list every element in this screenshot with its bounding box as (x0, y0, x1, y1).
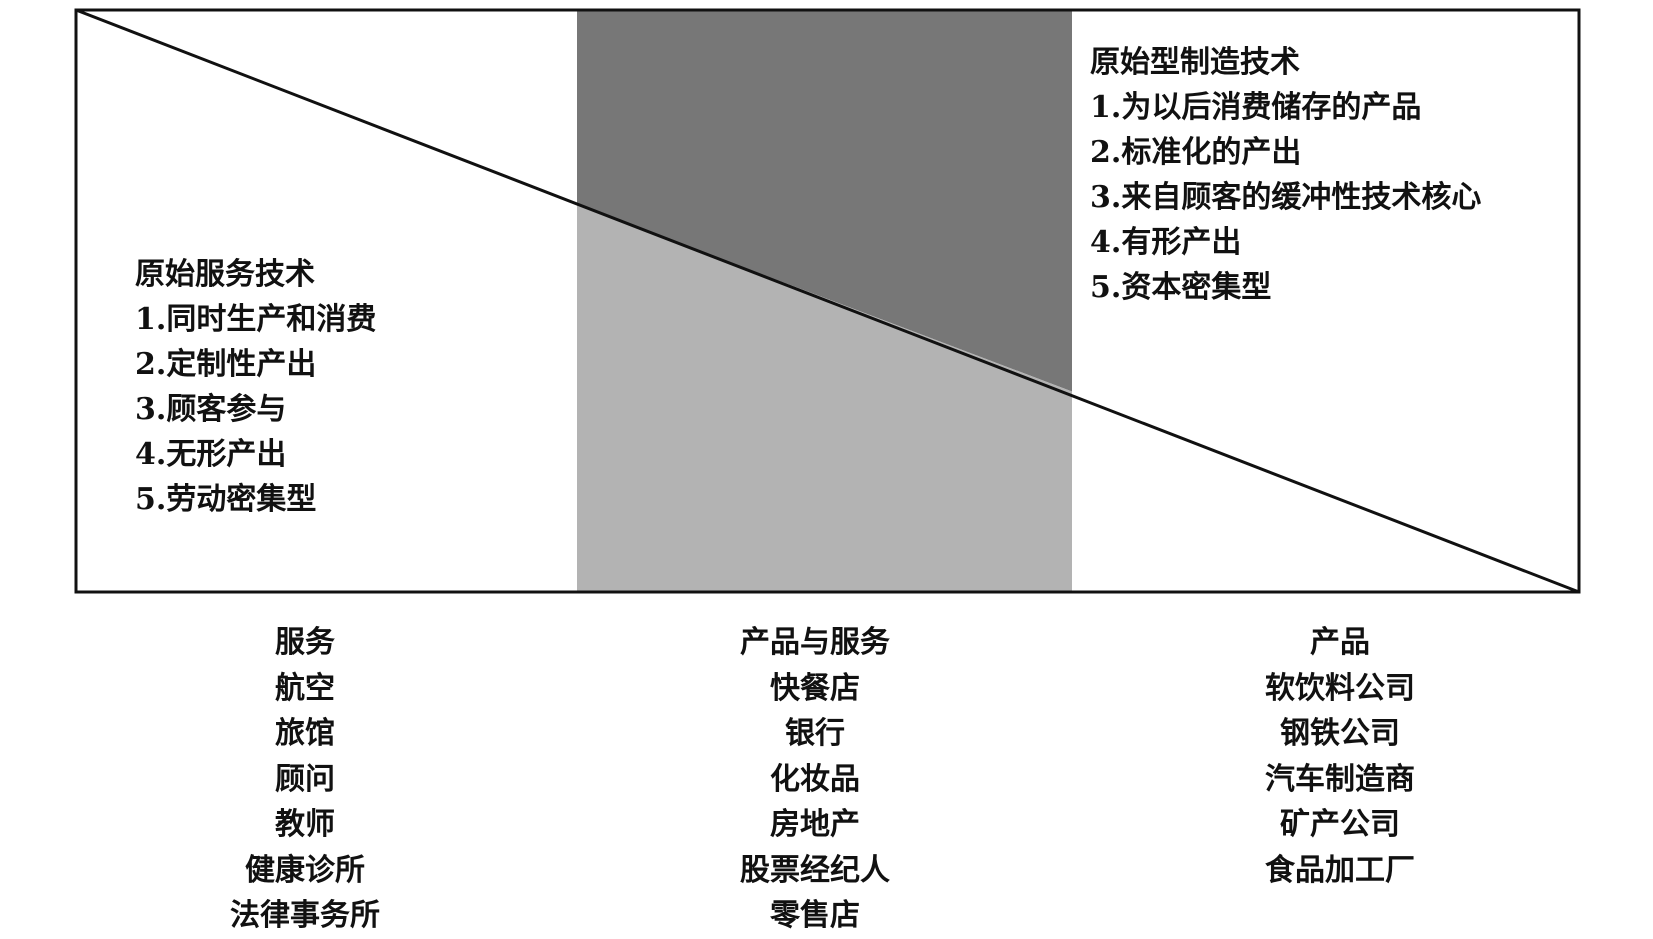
service-item: 1.同时生产和消费 (135, 302, 377, 337)
services-example: 教师 (275, 807, 335, 842)
products-column: 产品 软饮料公司 钢铁公司 汽车制造商 矿产公司 食品加工厂 (1195, 620, 1485, 893)
products-services-example: 房地产 (770, 807, 860, 842)
products-services-example: 快餐店 (770, 670, 860, 706)
manufacturing-item: 1.为以后消费储存的产品 (1090, 90, 1422, 125)
manufacturing-item: 4.有形产出 (1090, 225, 1242, 260)
products-services-column-header: 产品与服务 (740, 625, 890, 660)
services-example: 健康诊所 (245, 852, 365, 888)
light-band-lower-middle (577, 204, 1072, 592)
products-example: 软饮料公司 (1265, 670, 1415, 706)
services-example: 航空 (275, 670, 335, 706)
products-column-header: 产品 (1310, 625, 1370, 660)
service-item: 4.无形产出 (135, 437, 287, 472)
manufacturing-item: 3.来自顾客的缓冲性技术核心 (1090, 180, 1482, 215)
products-services-example: 银行 (785, 716, 845, 751)
products-services-example: 零售店 (770, 898, 860, 933)
service-technology-block: 原始服务技术 1.同时生产和消费 2.定制性产出 3.顾客参与 4.无形产出 5… (135, 252, 376, 522)
manufacturing-item: 5.资本密集型 (1090, 270, 1272, 305)
products-services-example: 股票经纪人 (740, 852, 890, 888)
service-item: 2.定制性产出 (135, 347, 317, 382)
services-example: 法律事务所 (230, 898, 380, 933)
service-item: 3.顾客参与 (135, 392, 287, 427)
services-example: 顾问 (275, 761, 335, 797)
services-column: 服务 航空 旅馆 顾问 教师 健康诊所 法律事务所 (160, 620, 450, 939)
products-services-example: 化妆品 (770, 761, 860, 797)
products-example: 食品加工厂 (1265, 852, 1415, 888)
products-example: 矿产公司 (1280, 807, 1400, 842)
products-example: 汽车制造商 (1265, 761, 1415, 797)
products-and-services-column: 产品与服务 快餐店 银行 化妆品 房地产 股票经纪人 零售店 (670, 620, 960, 939)
services-column-header: 服务 (275, 625, 335, 660)
service-title: 原始服务技术 (135, 257, 315, 292)
outer-frame (74, 8, 1581, 594)
manufacturing-technology-block: 原始型制造技术 1.为以后消费储存的产品 2.标准化的产出 3.来自顾客的缓冲性… (1090, 40, 1481, 310)
service-item: 5.劳动密集型 (135, 482, 317, 517)
diagonal-divider (75, 8, 1580, 594)
manufacturing-title: 原始型制造技术 (1090, 45, 1300, 80)
dark-band-upper-middle (577, 10, 1072, 392)
services-example: 旅馆 (275, 716, 335, 751)
products-example: 钢铁公司 (1280, 716, 1400, 751)
manufacturing-item: 2.标准化的产出 (1090, 135, 1302, 170)
